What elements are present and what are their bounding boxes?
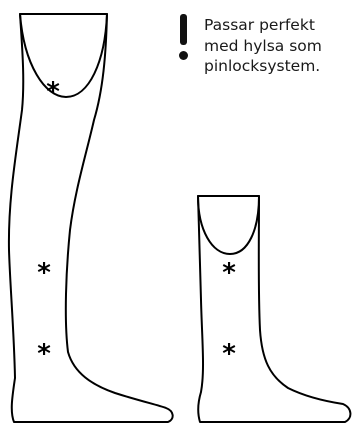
note-line: med hylsa som	[204, 36, 322, 57]
asterisk-mark: *	[37, 258, 51, 288]
asterisk-mark: *	[222, 339, 236, 369]
long-liner-outline	[9, 14, 173, 422]
note-line: Passar perfekt	[204, 15, 322, 36]
long-liner	[9, 14, 173, 422]
asterisk-mark: *	[46, 77, 60, 107]
short-liner	[198, 196, 350, 422]
long-liner-cup	[20, 14, 107, 97]
short-liner-outline	[198, 196, 350, 422]
exclamation-icon	[179, 14, 188, 60]
info-note: Passar perfekt med hylsa som pinlocksyst…	[204, 15, 322, 77]
note-line: pinlocksystem.	[204, 56, 322, 77]
asterisk-mark: *	[37, 339, 51, 369]
asterisk-mark: *	[222, 258, 236, 288]
short-liner-cup	[198, 196, 259, 254]
